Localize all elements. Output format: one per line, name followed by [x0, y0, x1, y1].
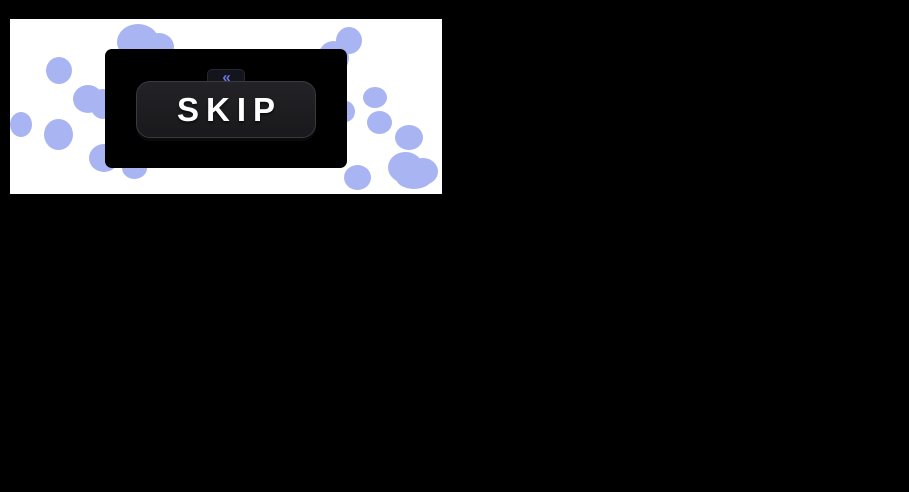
skip-button[interactable]: SKIP [136, 81, 316, 138]
paint-blob [10, 112, 32, 137]
paint-blob [395, 125, 423, 150]
paint-blob [363, 87, 387, 108]
paint-blob [344, 165, 371, 190]
double-left-chevron-icon: « [222, 68, 230, 86]
drawing-canvas[interactable]: « SKIP [10, 19, 442, 194]
skip-button-label: SKIP [176, 90, 283, 128]
skip-overlay-panel: « SKIP [105, 49, 347, 168]
paint-blob [44, 119, 73, 150]
paint-blob [396, 167, 432, 189]
paint-blob [367, 111, 392, 134]
paint-blob [46, 57, 72, 84]
